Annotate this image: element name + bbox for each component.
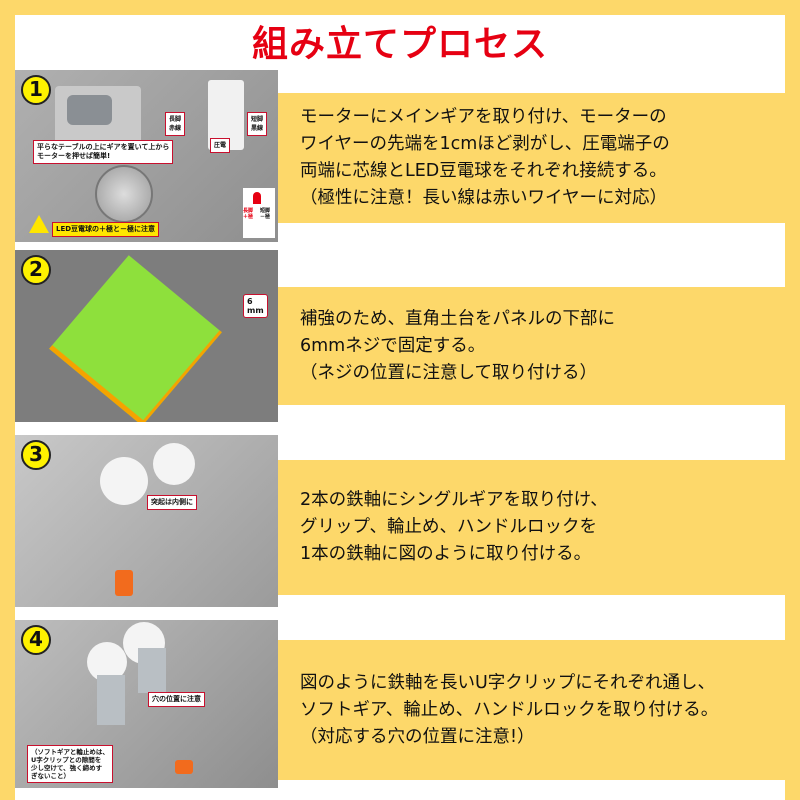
step-1-photo: 1 平らなテーブルの上にギアを置いて上から モーターを押せば簡単! 長脚 赤線 … [15,70,278,242]
step-2-text: 補強のため、直角土台をパネルの下部に 6mmネジで固定する。 （ネジの位置に注意… [300,308,615,383]
step-number-badge: 4 [21,625,51,655]
step-2-photo: 2 6 mm [15,250,278,422]
step-3-text: 2本の鉄軸にシングルギアを取り付け、 グリップ、輪止め、ハンドルロックを 1本の… [300,490,608,564]
holes-callout: 穴の位置に注意 [148,692,205,707]
step-4-text-band: 図のように鉄軸を長いU字クリップにそれぞれ通し、 ソフトギア、輪止め、ハンドルロ… [278,640,800,780]
step-4-text: 図のように鉄軸を長いU字クリップにそれぞれ通し、 ソフトギア、輪止め、ハンドルロ… [300,672,719,747]
plus-callout: 長脚 赤線 [165,112,186,136]
minus-callout: 短脚 黒線 [247,112,268,136]
warning-icon [29,215,49,233]
motor-image [95,165,153,223]
step-number-badge: 3 [21,440,51,470]
step-4-photo: 4 穴の位置に注意 （ソフトギアと輪止めは、 U字クリップとの隙間を 少し空けて… [15,620,278,788]
note-callout: （ソフトギアと輪止めは、 U字クリップとの隙間を 少し空けて、強く締めす ぎない… [27,745,113,783]
led-plus-label: 長脚 ＋極 [243,208,254,220]
step-number-badge: 1 [21,75,51,105]
gear-image [153,443,195,485]
step-3-photo: 3 突起は内側に [15,435,278,607]
panel-image [49,255,222,422]
led-minus-label: 短脚 －極 [260,208,271,220]
u-clip-image [97,675,125,725]
u-clip-image [138,648,166,693]
step-2-text-band: 補強のため、直角土台をパネルの下部に 6mmネジで固定する。 （ネジの位置に注意… [278,287,800,405]
note-callout: 突起は内側に [147,495,197,510]
step-1-text-band: モーターにメインギアを取り付け、モーターの ワイヤーの先端を1cmほど剥がし、圧… [278,93,800,223]
gear-image [100,457,148,505]
led-diagram: 長脚 ＋極 短脚 －極 [243,188,275,238]
warning-callout: LED豆電球の＋極と－極に注意 [52,222,160,237]
terminal-callout: 圧電 [210,138,231,153]
page-title: 組み立てプロセス [251,24,548,65]
step-number-badge: 2 [21,255,51,285]
step-3-text-band: 2本の鉄軸にシングルギアを取り付け、 グリップ、輪止め、ハンドルロックを 1本の… [278,460,800,595]
handle-lock-image [175,760,193,774]
screw-callout: 6 mm [243,294,268,318]
led-icon [253,192,261,204]
step-1-text: モーターにメインギアを取り付け、モーターの ワイヤーの先端を1cmほど剥がし、圧… [300,107,670,208]
motor-image [67,95,112,125]
tip-callout: 平らなテーブルの上にギアを置いて上から モーターを押せば簡単! [33,140,174,164]
handle-lock-image [115,570,133,596]
